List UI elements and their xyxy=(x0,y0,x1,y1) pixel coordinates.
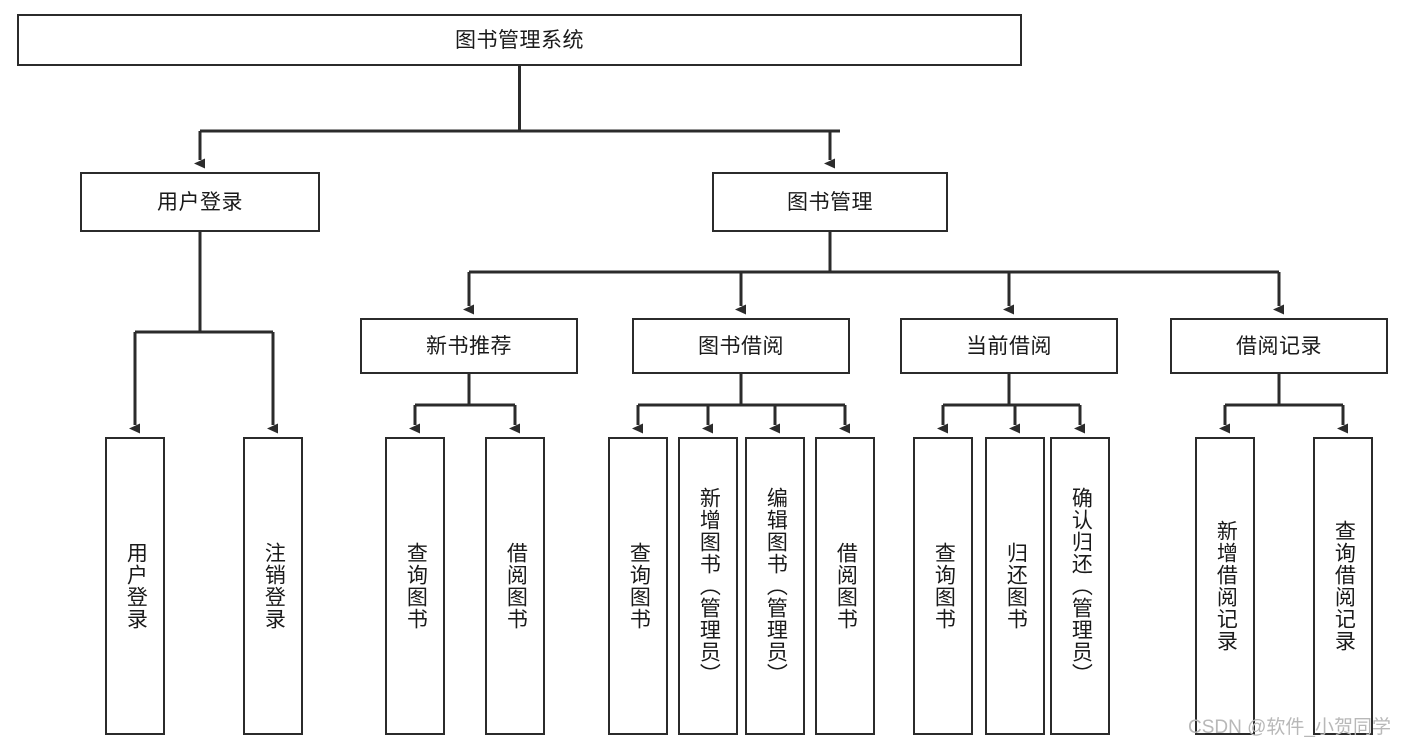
node-book-management[interactable]: 图书管理 xyxy=(712,172,948,232)
node-borrow-record[interactable]: 借阅记录 xyxy=(1170,318,1388,374)
leaf-return-book[interactable]: 归还图书 xyxy=(985,437,1045,735)
leaf-user-login[interactable]: 用户登录 xyxy=(105,437,165,735)
leaf-label-confirm-return-admin: 确认归还（管理员） xyxy=(1069,487,1093,685)
leaf-label-query-book-current: 查询图书 xyxy=(932,542,956,630)
leaf-query-book-recommend[interactable]: 查询图书 xyxy=(385,437,445,735)
leaf-user-logout[interactable]: 注销登录 xyxy=(243,437,303,735)
leaf-label-add-book-admin: 新增图书（管理员） xyxy=(697,487,721,685)
node-user-login[interactable]: 用户登录 xyxy=(80,172,320,232)
node-label-borrow-record: 借阅记录 xyxy=(1236,334,1322,358)
leaf-borrow-book-recommend[interactable]: 借阅图书 xyxy=(485,437,545,735)
leaf-label-borrow-book-recommend: 借阅图书 xyxy=(504,542,528,630)
node-current-borrow[interactable]: 当前借阅 xyxy=(900,318,1118,374)
leaf-query-book-borrow[interactable]: 查询图书 xyxy=(608,437,668,735)
leaf-add-borrow-record[interactable]: 新增借阅记录 xyxy=(1195,437,1255,735)
watermark-text: CSDN @软件_小贺同学 xyxy=(1188,717,1391,738)
leaf-label-return-book: 归还图书 xyxy=(1004,542,1028,630)
leaf-label-query-book-borrow: 查询图书 xyxy=(627,542,651,630)
leaf-label-edit-book-admin: 编辑图书（管理员） xyxy=(764,487,788,685)
node-label-book-borrow: 图书借阅 xyxy=(698,334,784,358)
node-root-system[interactable]: 图书管理系统 xyxy=(17,14,1022,66)
node-label-book-management: 图书管理 xyxy=(787,190,873,214)
leaf-edit-book-admin[interactable]: 编辑图书（管理员） xyxy=(745,437,805,735)
leaf-add-book-admin[interactable]: 新增图书（管理员） xyxy=(678,437,738,735)
node-label-new-book-recommend: 新书推荐 xyxy=(426,334,512,358)
leaf-query-book-current[interactable]: 查询图书 xyxy=(913,437,973,735)
node-label-root: 图书管理系统 xyxy=(455,28,584,52)
leaf-borrow-book[interactable]: 借阅图书 xyxy=(815,437,875,735)
leaf-confirm-return-admin[interactable]: 确认归还（管理员） xyxy=(1050,437,1110,735)
node-label-current-borrow: 当前借阅 xyxy=(966,334,1052,358)
node-new-book-recommend[interactable]: 新书推荐 xyxy=(360,318,578,374)
node-book-borrow[interactable]: 图书借阅 xyxy=(632,318,850,374)
leaf-label-add-borrow-record: 新增借阅记录 xyxy=(1214,520,1238,652)
node-label-user-login: 用户登录 xyxy=(157,190,243,214)
leaf-label-query-book-recommend: 查询图书 xyxy=(404,542,428,630)
leaf-query-borrow-record[interactable]: 查询借阅记录 xyxy=(1313,437,1373,735)
leaf-label-user-logout: 注销登录 xyxy=(262,542,286,630)
leaf-label-borrow-book: 借阅图书 xyxy=(834,542,858,630)
leaf-label-user-login: 用户登录 xyxy=(124,542,148,630)
leaf-label-query-borrow-record: 查询借阅记录 xyxy=(1332,520,1356,652)
